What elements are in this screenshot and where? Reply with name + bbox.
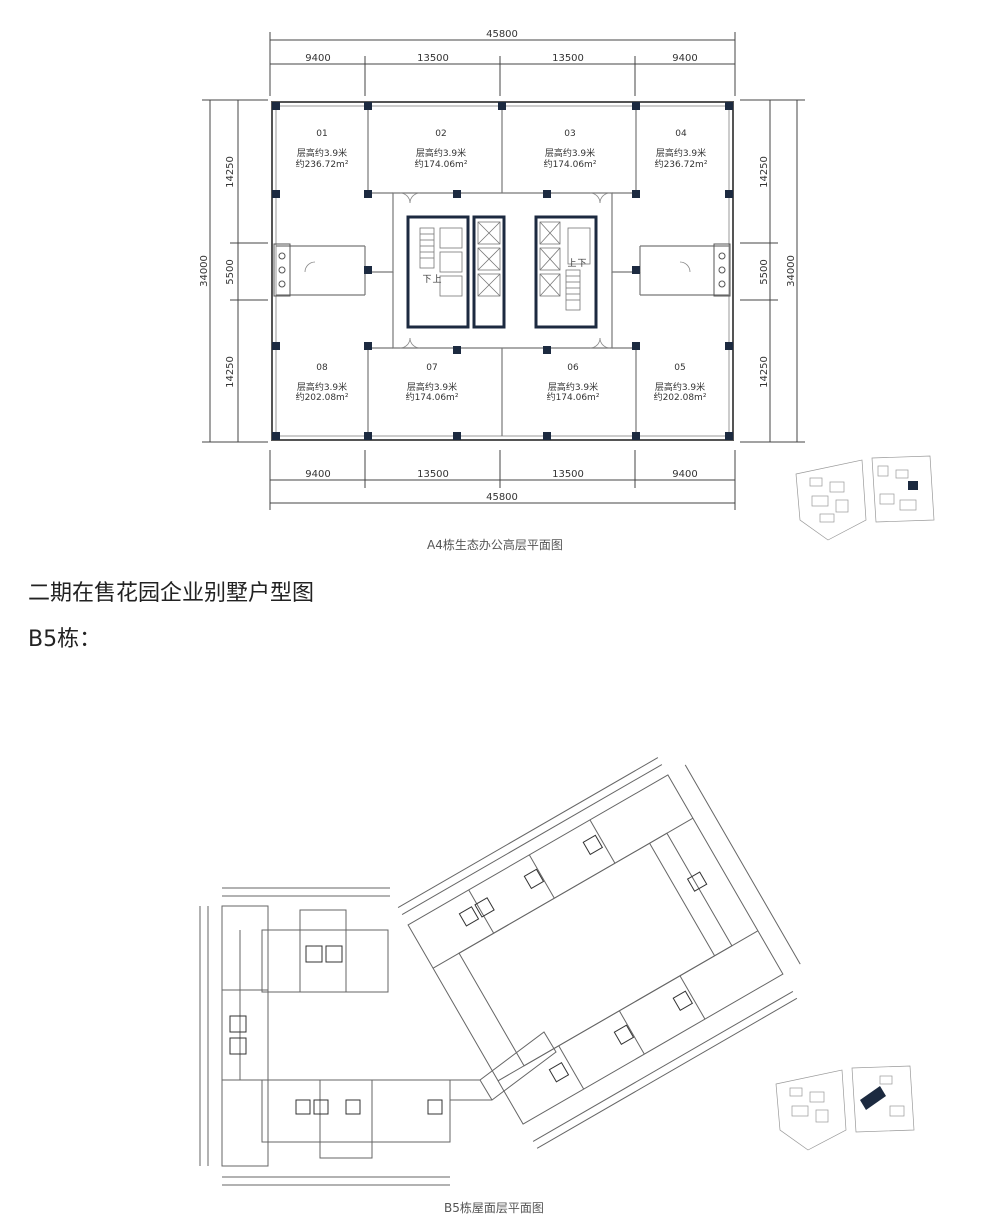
left-dim-3: 14250 (225, 356, 236, 388)
unit-07-no: 07 (426, 363, 437, 373)
unit-06-area: 约174.06m² (547, 391, 600, 403)
unit-01-area: 约236.72m² (296, 158, 349, 170)
core-stair-label-2: 上 (432, 274, 441, 285)
right-dim-3: 14250 (759, 356, 770, 388)
unit-06-no: 06 (567, 363, 579, 373)
bottom-dim-1: 9400 (305, 469, 330, 480)
core-stair-label-3: 上 (567, 258, 576, 269)
top-total-dim: 45800 (486, 29, 518, 40)
bottom-dim-2: 13500 (417, 469, 449, 480)
unit-02-height: 层高约3.9米 (416, 147, 466, 159)
top-dim-2: 13500 (417, 53, 449, 64)
unit-06-height: 层高约3.9米 (548, 381, 598, 393)
left-dim-1: 14250 (225, 156, 236, 188)
unit-04-area: 约236.72m² (655, 158, 708, 170)
unit-08-area: 约202.08m² (296, 391, 349, 403)
unit-07-area: 约174.06m² (406, 391, 459, 403)
b5-roof-plan (199, 757, 915, 1186)
bottom-dim-4: 9400 (672, 469, 697, 480)
unit-04-height: 层高约3.9米 (656, 147, 706, 159)
unit-05-height: 层高约3.9米 (655, 381, 705, 393)
unit-05-area: 约202.08m² (654, 391, 707, 403)
top-dim-1: 9400 (305, 53, 330, 64)
a4-caption: A4栋生态办公高层平面图 (427, 538, 563, 552)
section-heading: 二期在售花园企业别墅户型图 (28, 581, 315, 606)
unit-01-no: 01 (316, 129, 327, 139)
top-dim-4: 9400 (672, 53, 697, 64)
core-stair-label-4: 下 (577, 259, 586, 269)
unit-08-height: 层高约3.9米 (297, 381, 347, 393)
unit-05-no: 05 (674, 363, 685, 373)
bottom-dim-3: 13500 (552, 469, 584, 480)
left-total-dim: 34000 (199, 255, 210, 287)
left-dim-2: 5500 (225, 259, 236, 284)
unit-04-no: 04 (675, 129, 687, 139)
right-total-dim: 34000 (786, 255, 797, 287)
top-dim-3: 13500 (552, 53, 584, 64)
unit-03-no: 03 (564, 129, 575, 139)
b5-label: B5栋： (28, 627, 102, 652)
a4-key-plan (795, 455, 935, 541)
b5-caption: B5栋屋面层平面图 (444, 1201, 544, 1215)
bottom-total-dim: 45800 (486, 492, 518, 503)
unit-01-height: 层高约3.9米 (297, 147, 347, 159)
b5-key-plan (775, 1065, 915, 1151)
core-stair-label-1: 下 (422, 275, 431, 285)
a4-floor-plan: 45800 9400 13500 13500 9400 9400 13500 1… (199, 29, 935, 541)
unit-02-no: 02 (435, 129, 446, 139)
unit-08-no: 08 (316, 363, 328, 373)
unit-03-height: 层高约3.9米 (545, 147, 595, 159)
right-dim-1: 14250 (759, 156, 770, 188)
unit-07-height: 层高约3.9米 (407, 381, 457, 393)
right-dim-2: 5500 (759, 259, 770, 284)
unit-03-area: 约174.06m² (544, 158, 597, 170)
unit-02-area: 约174.06m² (415, 158, 468, 170)
